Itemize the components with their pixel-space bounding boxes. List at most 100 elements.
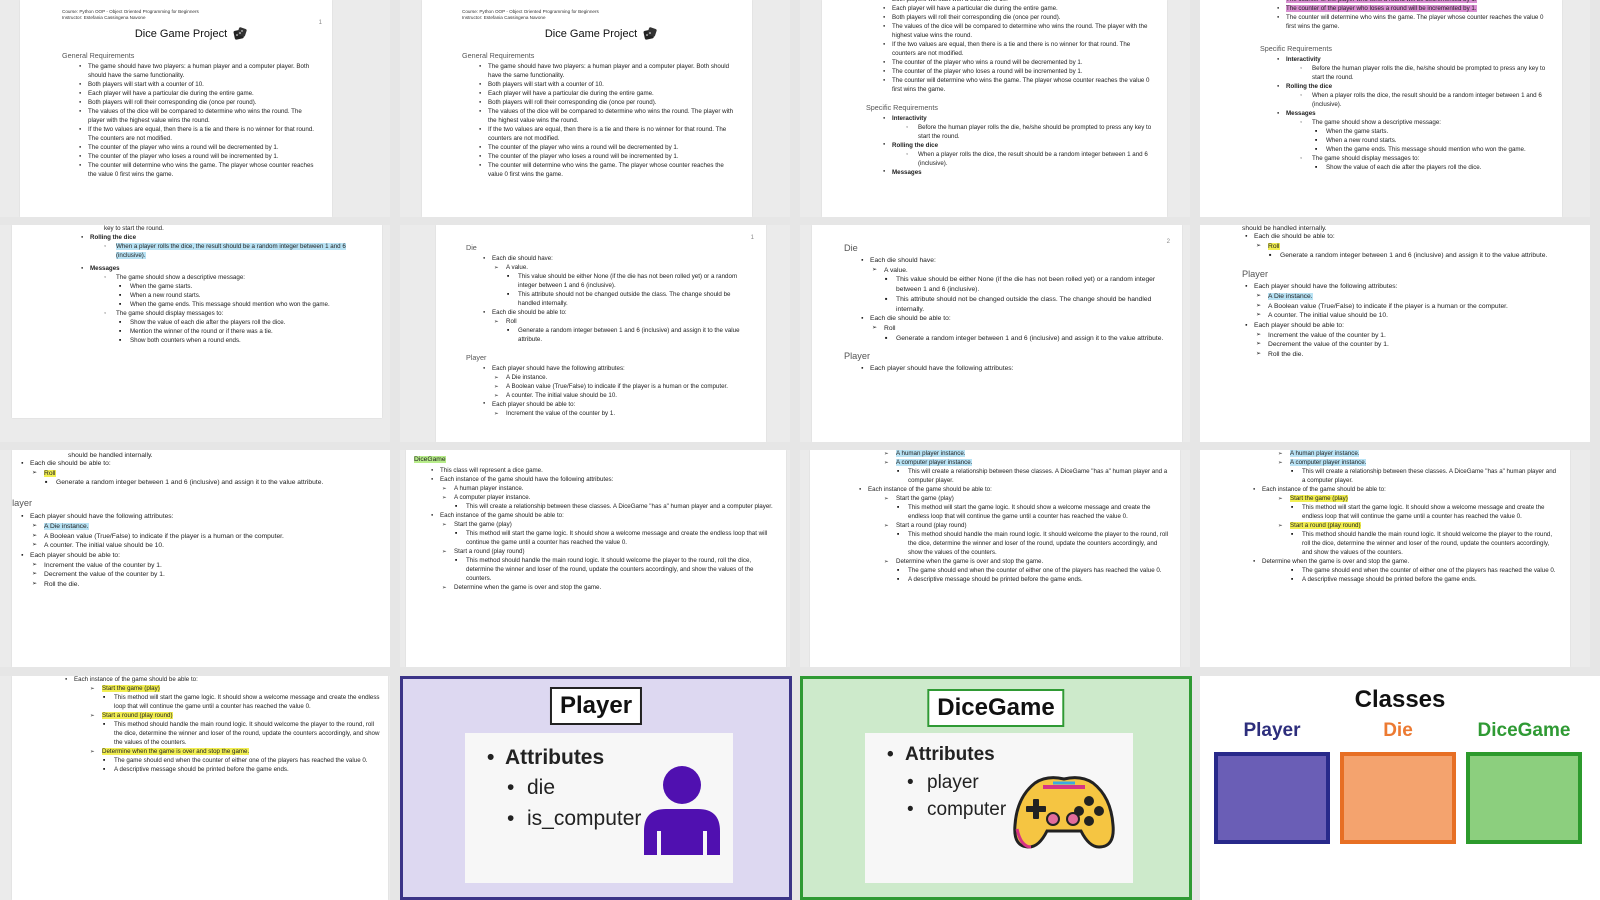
thumbnail-tile-12[interactable]: A human player instance. A computer play… <box>1200 450 1590 667</box>
thumbnail-tile-11[interactable]: A human player instance. A computer play… <box>800 450 1190 667</box>
section-dicegame: DiceGame <box>414 456 776 463</box>
list-item: Each instance of the game should have th… <box>428 476 776 485</box>
slide-player[interactable]: Player Attributes die is_computer <box>400 676 792 900</box>
highlight-text: Determine when the game is over and stop… <box>102 747 250 755</box>
list-item: Both players will roll their correspondi… <box>76 99 320 108</box>
list-item: The counter of the player who wins a rou… <box>880 59 1155 68</box>
section-die: Die <box>466 243 477 252</box>
list-item: A counter. The initial value should be 1… <box>1256 311 1582 321</box>
general-requirements-list: The game should have two players: a huma… <box>76 63 320 180</box>
doc-title-text: Dice Game Project <box>134 27 228 40</box>
section-die: Die <box>844 243 858 253</box>
list-item: Roll <box>494 318 754 327</box>
page-number: 1 <box>318 20 322 26</box>
list-item: Generate a random integer between 1 and … <box>506 327 754 345</box>
attributes-list: Attributes player computer <box>885 741 1133 824</box>
die-list: Each die should have: A value. This valu… <box>858 256 1170 343</box>
list-item: This class will represent a dice game. <box>428 467 776 476</box>
list-item: This method should handle the main round… <box>454 557 776 584</box>
class-box-player[interactable] <box>1214 752 1330 844</box>
list-item: The counter will determine who wins the … <box>1274 14 1552 32</box>
specific-requirements-list: Interactivity Before the human player ro… <box>1274 56 1552 173</box>
thumbnail-tile-4[interactable]: The counter of the player who wins a rou… <box>1200 0 1590 217</box>
list-item: A descriptive message should be printed … <box>1290 576 1560 585</box>
instructor-line: Instructor: Estefania Cassingena Navone <box>62 15 146 20</box>
thumbnail-tile-2[interactable]: Course: Python OOP - Object Oriented Pro… <box>400 0 790 217</box>
list-item: A Boolean value (True/False) to indicate… <box>494 383 754 392</box>
list-item: Show both counters when a round ends. <box>118 337 368 346</box>
attributes-heading: Attributes <box>485 743 733 774</box>
list-item: Each die should have: <box>480 255 754 264</box>
list-item: If the two values are equal, then there … <box>880 41 1155 59</box>
doc-page: Course: Python OOP - Object Oriented Pro… <box>20 0 332 217</box>
highlight-text: Start a round (play round) <box>102 711 173 719</box>
list-item: This method should handle the main round… <box>896 531 1170 558</box>
thumbnail-tile-1[interactable]: Course: Python OOP - Object Oriented Pro… <box>0 0 390 217</box>
doc-title: Dice Game Project <box>62 27 320 41</box>
class-box-dicegame[interactable] <box>1466 752 1582 844</box>
list-item: This method should handle the main round… <box>1290 531 1560 558</box>
list-item: Decrement the value of the counter by 1. <box>32 570 382 580</box>
list-item: The counter will determine who wins the … <box>76 162 320 180</box>
list-item: This will create a relationship between … <box>454 503 776 512</box>
doc-page: should be handled internally. Each die s… <box>1200 225 1590 442</box>
thumbnail-tile-3[interactable]: Both players will start with a counter o… <box>800 0 1190 217</box>
list-item: A counter. The initial value should be 1… <box>494 392 754 401</box>
list-item: A Die instance. <box>1256 292 1582 302</box>
list-item: Determine when the game is over and stop… <box>90 747 380 757</box>
list-item: The counter of the player who wins a rou… <box>76 144 320 153</box>
doc-page: should be handled internally. Each die s… <box>12 450 390 667</box>
slide-dicegame[interactable]: DiceGame Attributes player computer <box>800 676 1192 900</box>
list-item: Each player should be able to: <box>1242 321 1582 331</box>
dicegame-list: Each instance of the game should be able… <box>65 676 380 775</box>
doc-page: 1 Die Each die should have: A value. Thi… <box>436 225 766 442</box>
highlight-text: Roll <box>1268 242 1280 250</box>
list-item: Generate a random integer between 1 and … <box>884 334 1170 344</box>
list-item: Each die should be able to: <box>1242 232 1582 242</box>
list-item: Both players will roll their correspondi… <box>880 14 1155 23</box>
list-item: The counter of the player who loses a ro… <box>76 153 320 162</box>
class-box-die[interactable] <box>1340 752 1456 844</box>
thumbnail-tile-13[interactable]: Each instance of the game should be able… <box>0 676 390 900</box>
list-item: Before the human player rolls the die, h… <box>906 124 1155 142</box>
attribute-item: player <box>885 769 1133 797</box>
list-item: Each instance of the game should be able… <box>62 676 380 685</box>
specific-requirements-list: Interactivity Before the human player ro… <box>880 115 1155 178</box>
section-player: Player <box>844 351 871 362</box>
list-item: Rolling the dice <box>1274 83 1552 92</box>
text-line: should be handled internally. <box>68 452 153 459</box>
class-label-die: Die <box>1383 720 1413 741</box>
list-item: This method will start the game logic. I… <box>102 694 380 712</box>
list-item: This value should be either None (if the… <box>506 273 754 291</box>
die-list: Each die should be able to: Roll Generat… <box>18 459 382 488</box>
list-item: Interactivity <box>880 115 1155 124</box>
attribute-item: computer <box>885 796 1133 824</box>
list-item: Start a round (play round) <box>442 548 776 557</box>
thumbnail-tile-9[interactable]: should be handled internally. Each die s… <box>0 450 390 667</box>
thumbnail-tile-10[interactable]: DiceGame This class will represent a dic… <box>400 450 790 667</box>
thumbnail-tile-6[interactable]: 1 Die Each die should have: A value. Thi… <box>400 225 790 442</box>
list-item: Before the human player rolls the die, h… <box>1300 65 1552 83</box>
list-item: This method will start the game logic. I… <box>896 504 1170 522</box>
list-item: Start a round (play round) <box>1278 521 1560 531</box>
list-item: Both players will roll their correspondi… <box>476 99 740 108</box>
list-item: Rolling the dice <box>78 234 368 243</box>
list-item: Increment the value of the counter by 1. <box>32 561 382 571</box>
thumbnail-tile-7[interactable]: 2 Die Each die should have: A value. Thi… <box>800 225 1190 442</box>
thumbnail-tile-5[interactable]: key to start the round. Rolling the dice… <box>0 225 390 442</box>
list-item: Each player should have the following at… <box>1242 282 1582 292</box>
thumbnail-tile-8[interactable]: should be handled internally. Each die s… <box>1200 225 1590 442</box>
attribute-item: die <box>485 773 733 804</box>
list-item: The counter will determine who wins the … <box>880 77 1155 95</box>
list-item: Mention the winner of the round or if th… <box>118 328 368 337</box>
highlight-text: When a player rolls the dice, the result… <box>116 242 346 259</box>
list-item: Increment the value of the counter by 1. <box>1256 331 1582 341</box>
list-item: When a new round starts. <box>118 292 368 301</box>
list-item: When the game ends. This message should … <box>1314 146 1552 155</box>
list-item: Each player will have a particular die d… <box>476 90 740 99</box>
list-item: Both players will start with a counter o… <box>476 81 740 90</box>
doc-page: A human player instance. A computer play… <box>1200 450 1570 667</box>
list-item: The game should end when the counter of … <box>102 757 380 766</box>
